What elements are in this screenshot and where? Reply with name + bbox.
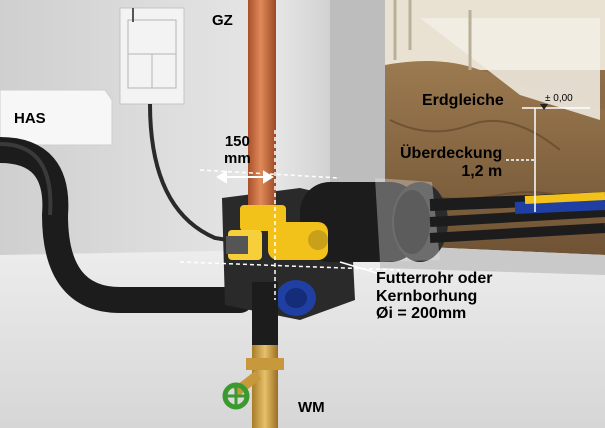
ueberdeckung-label: Überdeckung 1,2 m [400, 145, 502, 180]
water-pipe [252, 345, 278, 428]
service-ducts [429, 192, 605, 243]
ueberdeckung-line1: Überdeckung [400, 145, 503, 162]
dimension-arrow [216, 170, 274, 184]
futterrohr-line2: Kernborhung [376, 287, 478, 305]
bonding-cable [148, 103, 241, 244]
erdgleiche-label: Erdgleiche [422, 92, 504, 109]
copper-gas-pipe [248, 0, 276, 215]
water-fitting [252, 280, 316, 352]
wm-label: WM [298, 399, 325, 416]
level-marker-label: ± 0,00 [545, 93, 573, 104]
futterrohr-line3: Øi = 200mm [376, 305, 467, 323]
dimension-unit: mm [224, 149, 251, 167]
power-cable [0, 137, 253, 313]
gz-label: GZ [212, 12, 233, 29]
level-marker-icon [540, 104, 548, 110]
depth-leader-lines [339, 107, 590, 275]
ueberdeckung-line2: 1,2 m [461, 162, 503, 180]
has-label: HAS [14, 110, 46, 127]
futterrohr-label: Futterrohr oder Kernborhung Øi = 200mm [376, 270, 492, 323]
futterrohr-line1: Futterrohr oder [376, 270, 493, 287]
valve-handle-icon [222, 371, 262, 410]
dimension-label: 150 mm [224, 133, 251, 167]
has-cabinet [0, 89, 113, 146]
gas-fitting [226, 205, 328, 260]
dimension-value: 150 [224, 133, 250, 150]
interior-wall [0, 0, 270, 255]
wall-junction-box [119, 7, 185, 105]
